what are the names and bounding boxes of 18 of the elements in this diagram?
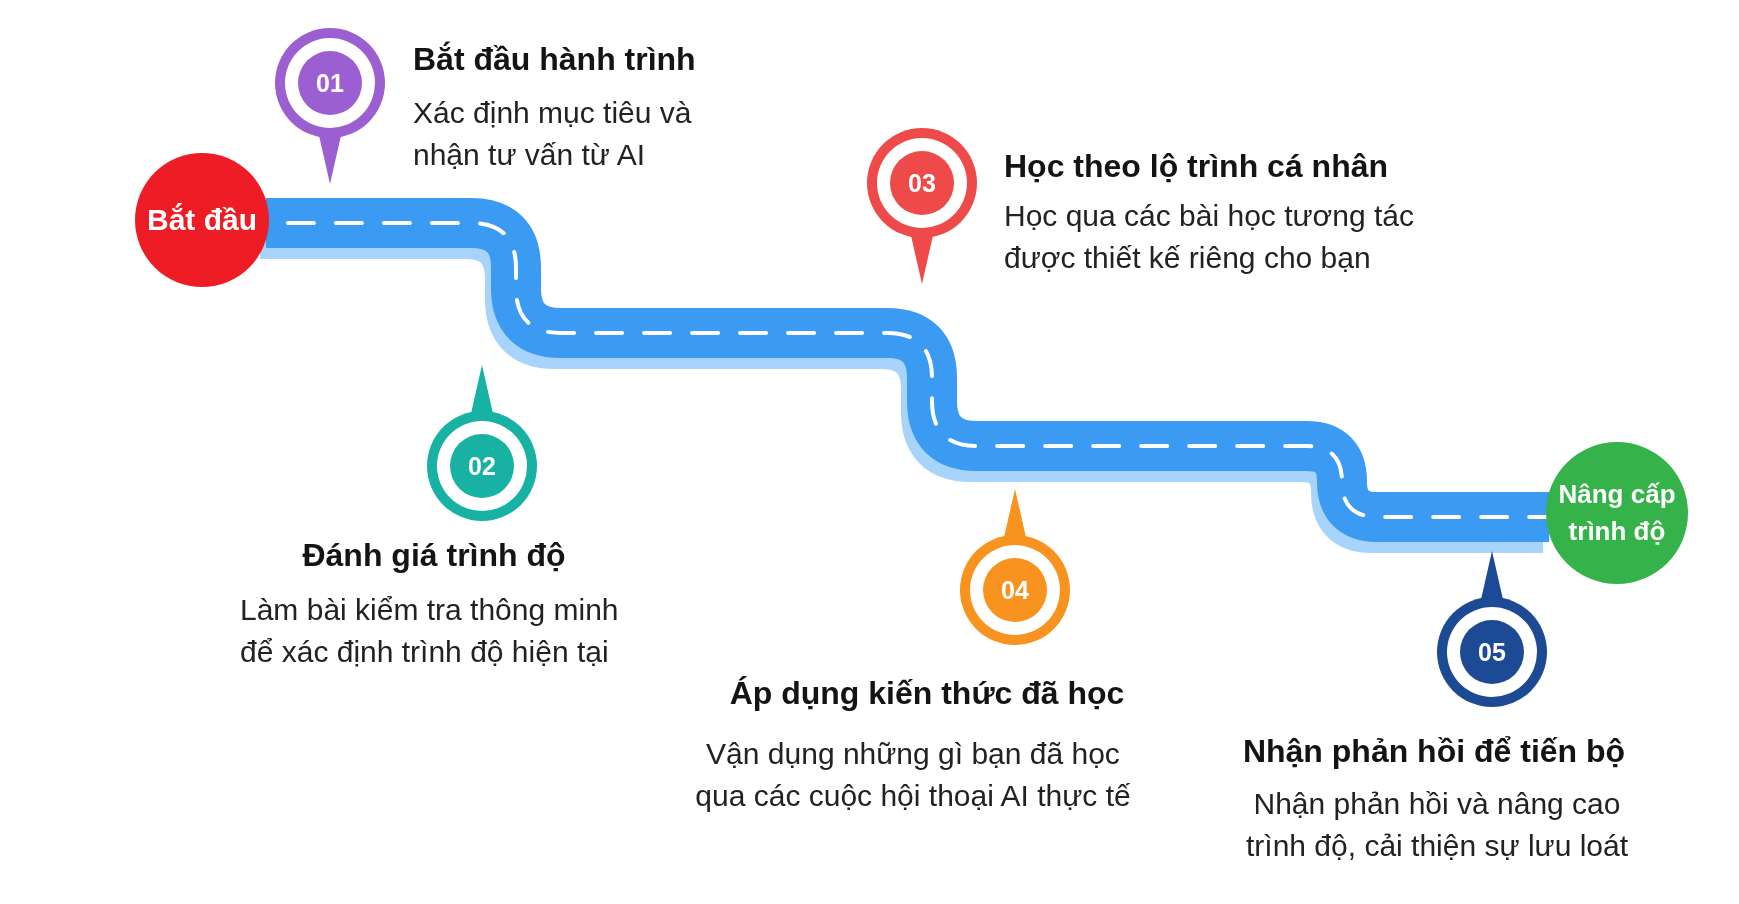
step-description: Vận dụng những gì bạn đã học qua các cuộc hội thoại AI thực tế — [694, 736, 1132, 814]
step-description: Làm bài kiểm tra thông minh để xác định trình độ hiện tại — [240, 592, 620, 670]
step-description: Học qua các bài học tương tác được thiết kế riêng cho bạn — [1004, 198, 1415, 276]
step-title: Nhận phản hồi để tiến bộ — [1242, 732, 1626, 770]
step-number: 04 — [1001, 576, 1029, 604]
step-number: 01 — [316, 69, 344, 97]
step-title: Áp dụng kiến thức đã học — [729, 674, 1125, 712]
step-description: Xác định mục tiêu và nhận tư vấn từ AI — [413, 95, 693, 173]
finish-label: Nâng cấp trình độ — [1557, 478, 1677, 548]
step-description: Nhận phản hồi và nâng cao trình độ, cải thiện sự lưu loát — [1245, 786, 1629, 864]
start-label: Bắt đầu — [146, 202, 258, 238]
step-number: 02 — [468, 452, 496, 480]
step-number: 03 — [908, 169, 936, 197]
step-number: 05 — [1478, 638, 1506, 666]
road — [259, 198, 1552, 553]
step-title: Học theo lộ trình cá nhân — [1004, 147, 1388, 185]
step-title: Đánh giá trình độ — [302, 536, 566, 574]
step-title: Bắt đầu hành trình — [413, 40, 696, 78]
